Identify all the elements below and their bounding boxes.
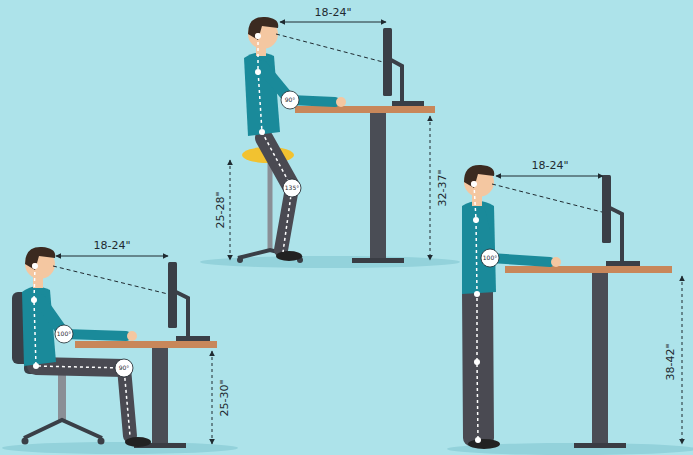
dimension-label: 32-37" — [437, 169, 448, 206]
dimension-label: 18-24" — [314, 7, 351, 18]
dimension-label: 18-24" — [531, 160, 568, 171]
angle-label: 135° — [285, 185, 299, 191]
dimension-label: 25-28" — [215, 191, 226, 228]
angle-label: 100° — [57, 331, 71, 337]
angle-label: 90° — [119, 365, 130, 371]
dimension-label: 25-30" — [219, 379, 230, 416]
dimension-label: 18-24" — [93, 240, 130, 251]
angle-label: 90° — [285, 97, 296, 103]
dimension-label: 38-42" — [665, 343, 676, 380]
angle-label: 100° — [483, 255, 497, 261]
